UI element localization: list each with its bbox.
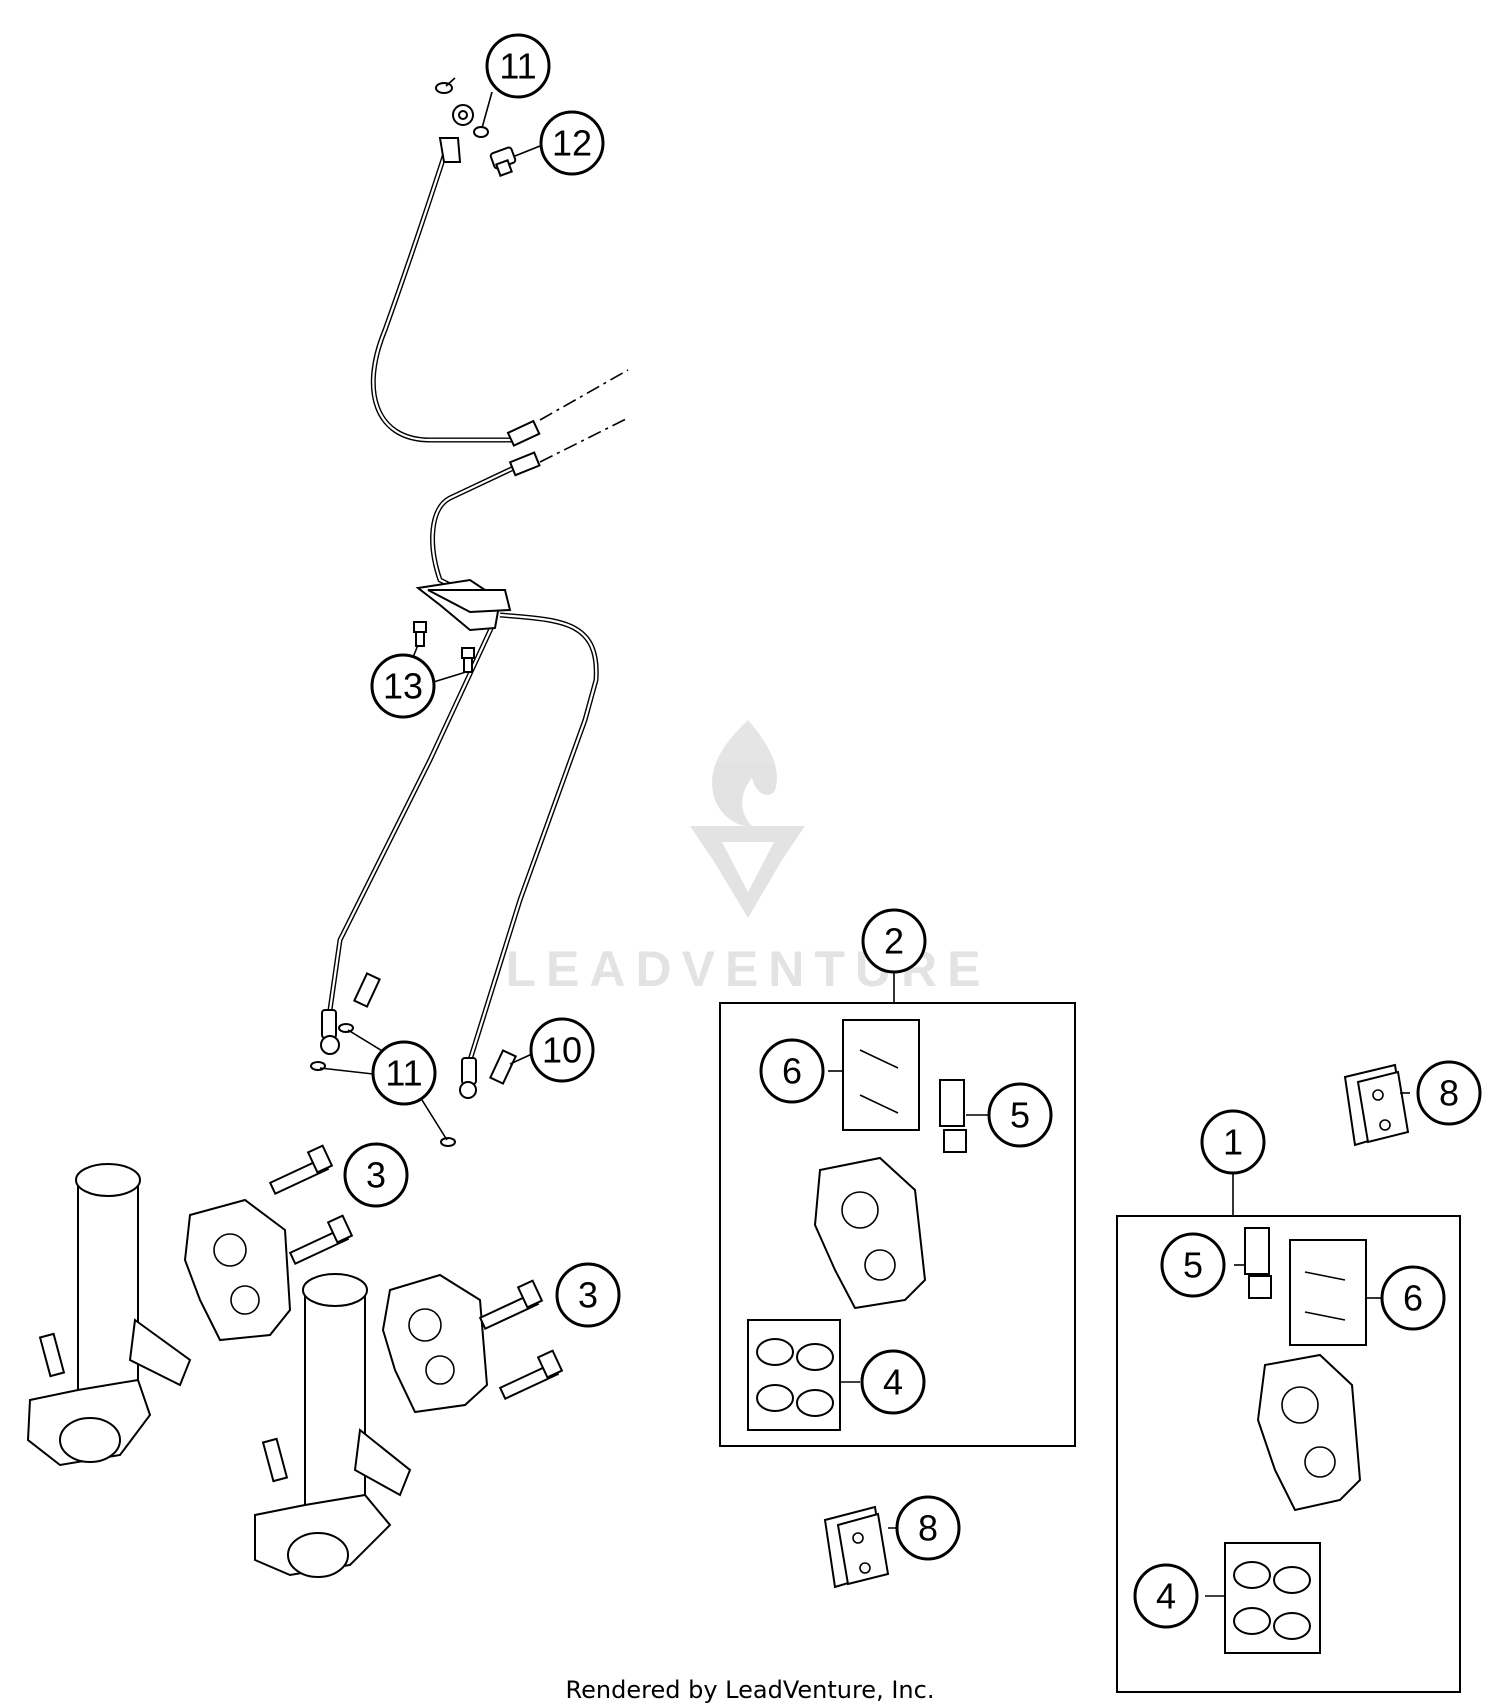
callout-6: 6 [1380,1265,1446,1331]
caliper-pin-icon [859,1049,899,1114]
fork-leg-left-icon [26,1163,192,1467]
callout-11: 11 [371,1040,437,1106]
brake-caliper-icon [813,1156,927,1310]
callout-2: 2 [861,908,927,974]
sealing-washer-icon [435,82,453,94]
sealing-washer-icon [440,1137,456,1147]
caliper-piston-icon [1233,1561,1311,1640]
caliper-piston-icon [756,1338,834,1417]
brake-caliper-right-icon [381,1273,489,1414]
callout-label: 11 [499,46,536,87]
callout-label: 6 [782,1051,802,1092]
caliper-pin-icon [1304,1271,1346,1321]
sealing-washer-icon [338,1023,354,1033]
sealing-washer-icon [473,126,489,138]
brake-caliper-kit-2-box [719,1002,1076,1447]
callout-3: 3 [555,1262,621,1328]
callout-1: 1 [1200,1109,1266,1175]
callout-8: 8 [895,1495,961,1561]
render-credit: Rendered by LeadVenture, Inc. [565,1676,935,1704]
callout-label: 2 [884,921,904,962]
callout-11: 11 [485,33,551,99]
piston-set-box [1224,1542,1321,1654]
callout-5: 5 [1160,1232,1226,1298]
fork-leg-right-icon [254,1273,412,1578]
pad-retainer-clip-icon [1244,1227,1272,1299]
pad-retainer-clip-icon [939,1079,967,1153]
callout-label: 3 [366,1155,386,1196]
callout-label: 8 [1439,1073,1459,1114]
callout-label: 8 [918,1508,938,1549]
callout-label: 11 [385,1053,422,1094]
callout-12: 12 [539,110,605,176]
brake-pad-icon [823,1505,890,1589]
upper-brake-hose [370,104,541,447]
hose-connection-line-lower [539,417,629,463]
callout-13: 13 [370,653,436,719]
callout-5: 5 [987,1082,1053,1148]
callout-label: 5 [1183,1245,1203,1286]
callout-label: 13 [383,666,423,707]
brake-pad-icon [1343,1063,1410,1147]
callout-label: 1 [1223,1122,1243,1163]
callout-label: 4 [1156,1576,1176,1617]
callout-label: 4 [883,1362,903,1403]
callout-6: 6 [759,1038,825,1104]
caliper-bolt-icon [268,1144,564,1401]
callout-label: 12 [552,123,592,164]
callout-label: 10 [542,1030,582,1071]
banjo-bolt-icon [489,146,517,177]
callout-label: 5 [1010,1095,1030,1136]
callout-4: 4 [860,1349,926,1415]
lower-brake-hose-assembly [320,451,599,1099]
callout-label: 6 [1403,1278,1423,1319]
pin-set-box [1289,1239,1367,1346]
pin-set-box [842,1019,920,1131]
piston-set-box [747,1319,841,1431]
callout-4: 4 [1133,1563,1199,1629]
hose-connection-line-upper [539,369,629,421]
bleeder-valve-icon [352,972,518,1085]
brake-caliper-icon [1256,1353,1362,1512]
brake-caliper-left-icon [183,1198,292,1342]
callout-3: 3 [343,1142,409,1208]
callout-8: 8 [1416,1060,1482,1126]
brake-caliper-kit-1-box [1116,1215,1461,1693]
hose-clamp-bolt-icon [413,621,475,673]
callout-10: 10 [529,1017,595,1083]
callout-label: 3 [578,1275,598,1316]
